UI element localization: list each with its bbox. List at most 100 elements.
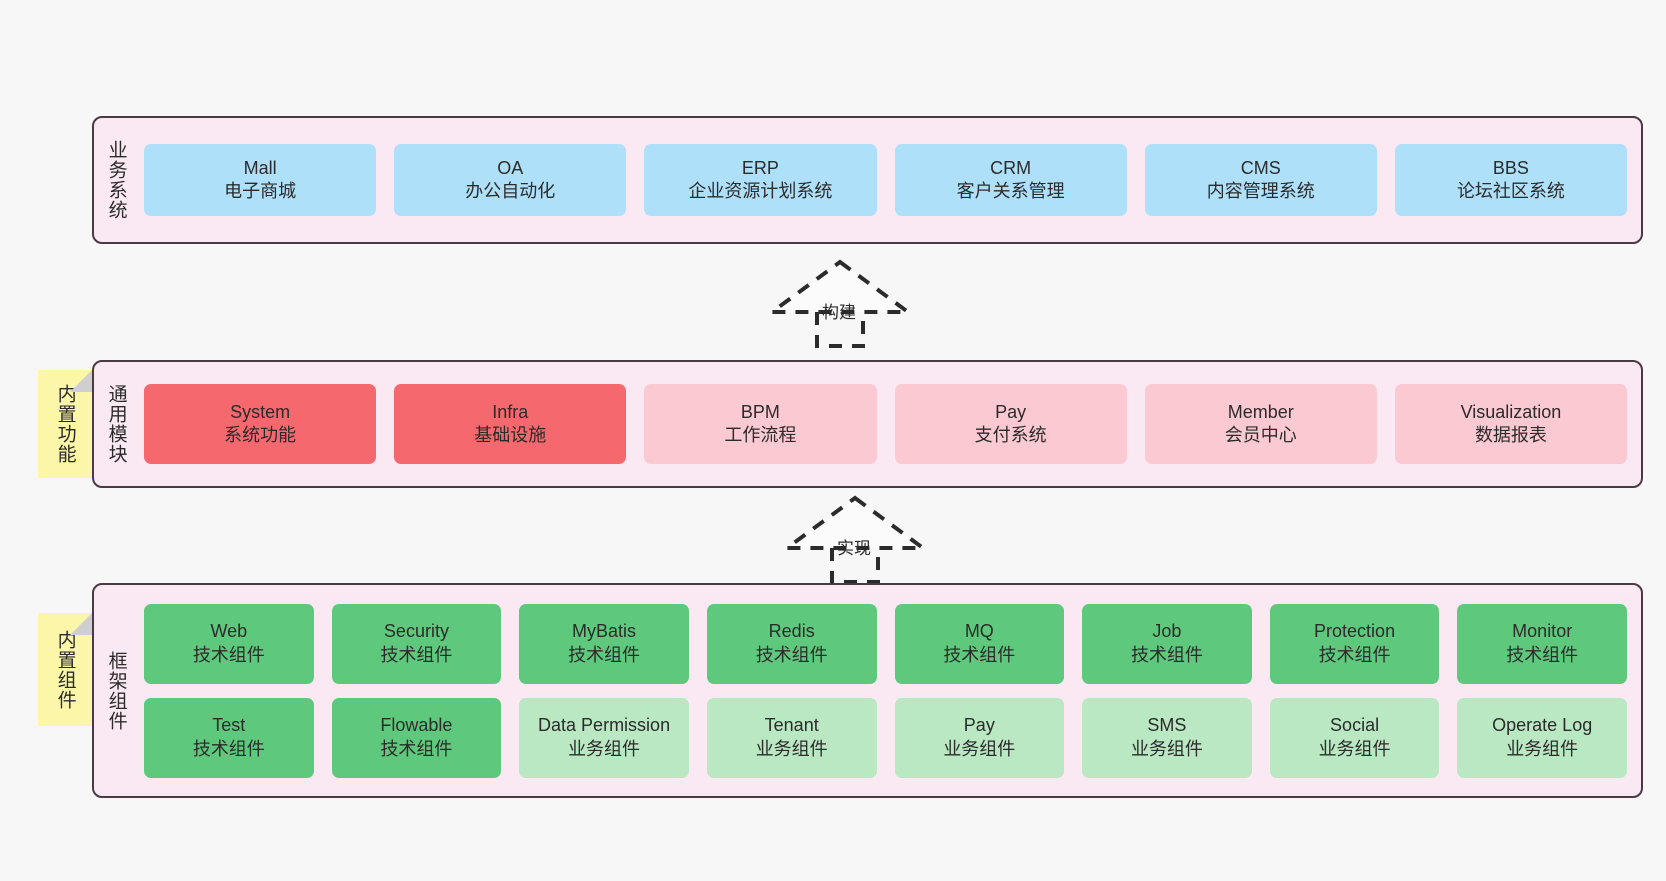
- layer-title-business-system: 业务系统: [105, 140, 127, 220]
- card-title-en: BBS: [1492, 157, 1529, 178]
- card-title-en: OA: [497, 157, 524, 178]
- card-subtitle-cn: 业务组件: [1506, 738, 1579, 759]
- card-subtitle-cn: 技术组件: [943, 644, 1016, 665]
- card-member[interactable]: Member 会员中心: [1144, 384, 1377, 464]
- card-title-en: Pay: [995, 401, 1027, 422]
- card-subtitle-cn: 企业资源计划系统: [688, 181, 833, 201]
- card-title-en: Flowable: [380, 715, 453, 736]
- card-visualization[interactable]: Visualization 数据报表: [1394, 384, 1628, 464]
- card-subtitle-cn: 业务组件: [1130, 738, 1203, 759]
- card-pay[interactable]: Pay 支付系统: [894, 384, 1127, 464]
- card-subtitle-cn: 技术组件: [568, 644, 641, 665]
- card-subtitle-cn: 业务组件: [1318, 738, 1391, 759]
- layer-title-framework-component: 框架组件: [105, 650, 127, 731]
- card-title-en: System: [230, 401, 291, 422]
- card-title-en: Security: [383, 621, 449, 642]
- card-title-en: Monitor: [1512, 621, 1573, 642]
- arrow-head-triangle: [765, 259, 915, 314]
- card-subtitle-cn: 业务组件: [943, 738, 1016, 759]
- card-subtitle-cn: 支付系统: [974, 425, 1047, 445]
- arrow-implement: 实现: [775, 492, 935, 584]
- card-subtitle-cn: 客户关系管理: [956, 181, 1065, 201]
- card-cms[interactable]: CMS 内容管理系统: [1144, 144, 1377, 216]
- card-subtitle-cn: 技术组件: [1318, 644, 1391, 665]
- card-title-en: Visualization: [1460, 401, 1562, 422]
- card-title-en: Member: [1227, 401, 1294, 422]
- card-subtitle-cn: 内容管理系统: [1206, 181, 1315, 201]
- card-title-en: BPM: [740, 401, 780, 422]
- card-title-en: MyBatis: [572, 621, 637, 642]
- card-subtitle-cn: 技术组件: [380, 644, 453, 665]
- arrow-stem: [815, 312, 865, 348]
- arrow-stem: [830, 548, 880, 584]
- card-subtitle-cn: 业务组件: [568, 738, 641, 759]
- card-bbs[interactable]: BBS 论坛社区系统: [1394, 144, 1628, 216]
- card-title-en: CRM: [990, 157, 1032, 178]
- note-builtin-component: 内置组件: [38, 613, 92, 726]
- card-title-en: Redis: [768, 621, 815, 642]
- card-title-en: Job: [1152, 621, 1182, 642]
- card-crm[interactable]: CRM 客户关系管理: [894, 144, 1127, 216]
- card-subtitle-cn: 数据报表: [1474, 425, 1547, 445]
- card-subtitle-cn: 论坛社区系统: [1456, 181, 1565, 201]
- card-bpm[interactable]: BPM 工作流程: [644, 384, 877, 464]
- card-title-en: Pay: [963, 715, 995, 736]
- card-system[interactable]: System 系统功能: [144, 384, 377, 464]
- card-subtitle-cn: 系统功能: [224, 425, 297, 445]
- card-title-en: Tenant: [764, 715, 819, 736]
- note-builtin-function-label: 内置功能: [54, 384, 76, 464]
- card-subtitle-cn: 技术组件: [380, 738, 453, 759]
- card-subtitle-cn: 技术组件: [755, 644, 828, 665]
- card-title-en: Test: [212, 715, 246, 736]
- card-title-en: MQ: [964, 621, 994, 642]
- card-title-en: SMS: [1147, 715, 1187, 736]
- card-subtitle-cn: 工作流程: [724, 425, 797, 445]
- card-subtitle-cn: 技术组件: [1506, 644, 1579, 665]
- card-title-en: Protection: [1314, 621, 1396, 642]
- arrow-label-implement: 实现: [837, 539, 871, 558]
- arrow-head-triangle: [780, 495, 930, 550]
- card-title-en: Web: [210, 621, 248, 642]
- note-builtin-function: 内置功能: [38, 370, 92, 478]
- card-subtitle-cn: 技术组件: [192, 644, 265, 665]
- card-title-en: CMS: [1240, 157, 1281, 178]
- card-title-en: Data Permission: [538, 715, 671, 736]
- card-subtitle-cn: 基础设施: [474, 425, 547, 445]
- note-builtin-component-label: 内置组件: [54, 629, 76, 710]
- layer-title-common-module: 通用模块: [105, 384, 127, 464]
- card-subtitle-cn: 电子商城: [224, 181, 297, 201]
- card-subtitle-cn: 业务组件: [755, 738, 828, 759]
- card-subtitle-cn: 技术组件: [192, 738, 265, 759]
- card-subtitle-cn: 会员中心: [1224, 425, 1297, 445]
